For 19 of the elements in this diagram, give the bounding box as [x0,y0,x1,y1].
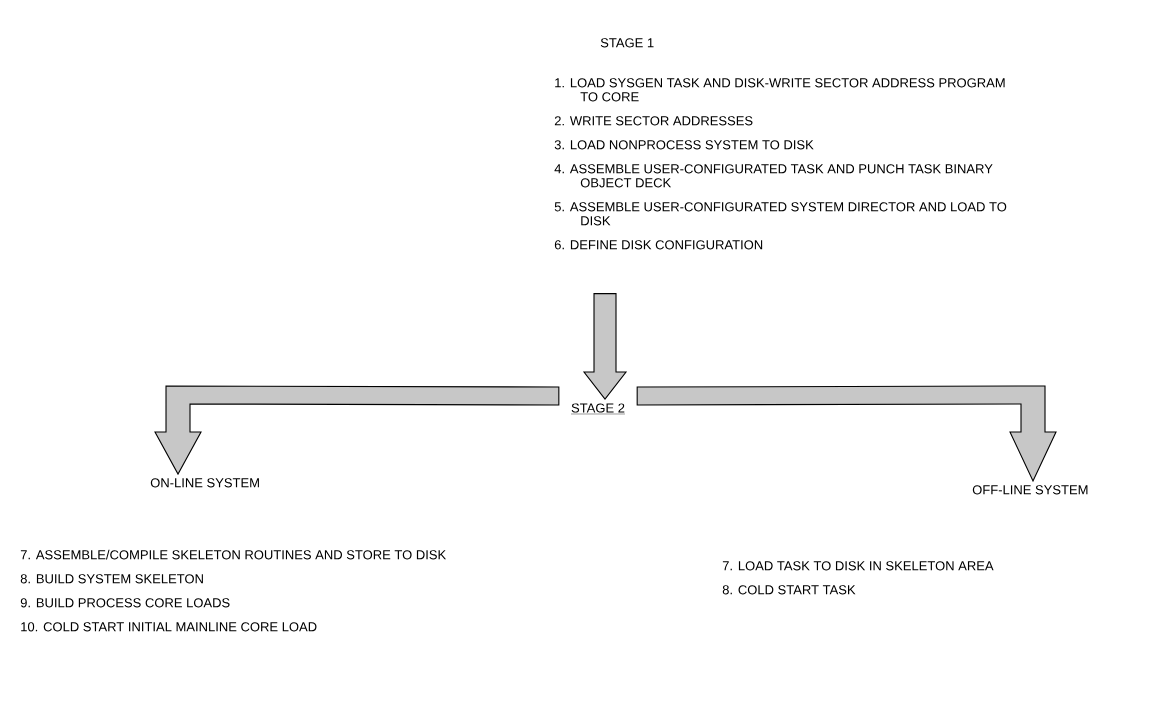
list-item: 5. ASSEMBLE USER-CONFIGURATED SYSTEM DIRECTOR AND LOAD TO DISK [554,202,1007,226]
stage-heading: OFF-LINE SYSTEM [972,485,1088,495]
list-item: 4. ASSEMBLE USER-CONFIGURATED TASK AND PUNCH TASK BINARY OBJECT DECK [554,164,993,188]
list-item: 2. WRITE SECTOR ADDRESSES [554,116,753,126]
stage-heading: STAGE 1 [600,38,654,48]
list-item: 3. LOAD NONPROCESS SYSTEM TO DISK [554,140,814,150]
list-item: 6. DEFINE DISK CONFIGURATION [554,240,763,250]
hatched-arrow [154,385,560,476]
stage-label: STAGE 2 [570,403,626,415]
list-item: 9. BUILD PROCESS CORE LOADS [20,598,230,608]
hatched-arrow [636,385,1057,483]
stage-heading: ON-LINE SYSTEM [150,478,259,488]
hatched-arrow [582,293,628,401]
list-item: 1. LOAD SYSGEN TASK AND DISK-WRITE SECTOR ADDRESS PROGRAM TO CORE [555,78,1005,102]
list-item: 7. LOAD TASK TO DISK IN SKELETON AREA [722,561,994,571]
list-item: 10. COLD START INITIAL MAINLINE CORE LOAD [21,622,317,632]
list-item: 7. ASSEMBLE/COMPILE SKELETON ROUTINES AND STORE TO DISK [20,549,447,560]
list-item: 8. BUILD SYSTEM SKELETON [20,574,203,584]
list-item: 8. COLD START TASK [722,585,856,595]
